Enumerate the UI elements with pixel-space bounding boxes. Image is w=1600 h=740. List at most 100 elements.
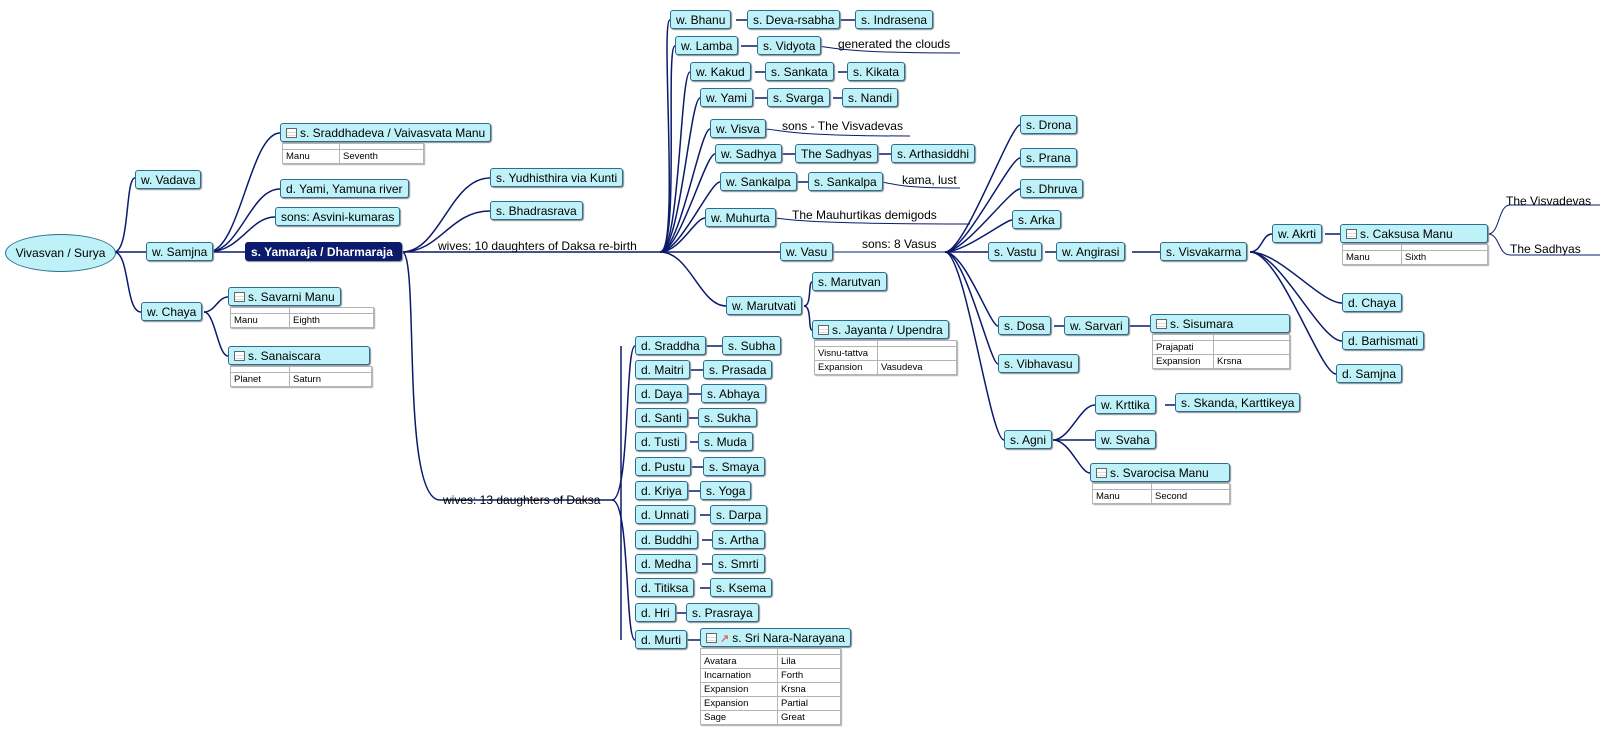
node-arka[interactable]: s. Arka [1012, 210, 1061, 229]
node-nara-narayana[interactable]: ↗s. Sri Nara-Narayana [700, 628, 851, 647]
node-darpa[interactable]: s. Darpa [710, 505, 768, 524]
node-barhismati[interactable]: d. Barhismati [1342, 331, 1425, 350]
node-chaya-d[interactable]: d. Chaya [1342, 293, 1403, 312]
node-arthasiddhi[interactable]: s. Arthasiddhi [891, 144, 976, 163]
table-key: Avatara [700, 654, 778, 669]
node-jayanta[interactable]: s. Jayanta / Upendra [812, 320, 949, 339]
node-chaya[interactable]: w. Chaya [141, 302, 203, 321]
node-kakud[interactable]: w. Kakud [690, 62, 751, 81]
node-vastu[interactable]: s. Vastu [988, 242, 1043, 261]
table-key: Planet [230, 372, 290, 387]
node-visvakarma[interactable]: s. Visvakarma [1160, 242, 1248, 261]
node-sankalpa-s[interactable]: s. Sankalpa [808, 172, 883, 191]
node-buddhi[interactable]: d. Buddhi [635, 530, 698, 549]
node-drona[interactable]: s. Drona [1020, 115, 1078, 134]
node-daya[interactable]: d. Daya [635, 384, 689, 403]
node-svaha[interactable]: w. Svaha [1095, 430, 1156, 449]
node-label: s. Svarocisa Manu [1110, 466, 1209, 480]
node-vibhavasu[interactable]: s. Vibhavasu [998, 354, 1079, 373]
node-marutvan[interactable]: s. Marutvan [812, 272, 887, 291]
node-yudhisthira[interactable]: s. Yudhisthira via Kunti [490, 168, 624, 187]
node-samjna[interactable]: w. Samjna [146, 242, 214, 261]
root-node-vivasvan[interactable]: Vivasvan / Surya [5, 234, 116, 272]
node-hri[interactable]: d. Hri [635, 603, 676, 622]
node-pustu[interactable]: d. Pustu [635, 457, 692, 476]
node-yamaraja[interactable]: s. Yamaraja / Dharmaraja [245, 242, 402, 261]
node-dosa[interactable]: s. Dosa [998, 316, 1051, 335]
node-ksema[interactable]: s. Ksema [710, 578, 773, 597]
node-maitri[interactable]: d. Maitri [635, 360, 690, 379]
node-sraddhadeva[interactable]: s. Sraddhadeva / Vaivasvata Manu [280, 123, 492, 142]
node-caksusa[interactable]: s. Caksusa Manu [1340, 224, 1488, 243]
node-sukha[interactable]: s. Sukha [698, 408, 757, 427]
node-smaya[interactable]: s. Smaya [703, 457, 766, 476]
node-sadhyas[interactable]: The Sadhyas [795, 144, 878, 163]
node-bhadrasrava[interactable]: s. Bhadrasrava [490, 201, 583, 220]
node-prasada[interactable]: s. Prasada [703, 360, 773, 379]
node-murti[interactable]: d. Murti [635, 630, 688, 649]
node-deva-rsabha[interactable]: s. Deva-rsabha [747, 10, 841, 29]
node-skanda[interactable]: s. Skanda, Karttikeya [1175, 393, 1301, 412]
node-nandi[interactable]: s. Nandi [842, 88, 899, 107]
node-muhurta[interactable]: w. Muhurta [705, 208, 776, 227]
table-key: Visnu-tattva [814, 346, 878, 361]
node-titiksa[interactable]: d. Titiksa [635, 578, 695, 597]
table-value: Eighth [289, 313, 374, 328]
node-krttika[interactable]: w. Krttika [1095, 395, 1156, 414]
node-unnati[interactable]: d. Unnati [635, 505, 696, 524]
node-samjna-d[interactable]: d. Samjna [1336, 364, 1403, 383]
table-icon [706, 633, 717, 643]
node-marutvati[interactable]: w. Marutvati [726, 296, 803, 315]
node-prasraya[interactable]: s. Prasraya [686, 603, 759, 622]
table-icon [234, 351, 245, 361]
node-abhaya[interactable]: s. Abhaya [701, 384, 766, 403]
node-subha[interactable]: s. Subha [722, 336, 782, 355]
node-dhruva[interactable]: s. Dhruva [1020, 179, 1084, 198]
node-yami-river[interactable]: d. Yami, Yamuna river [280, 179, 409, 198]
node-label: s. Sanaiscara [248, 349, 321, 363]
node-sanaiscara[interactable]: s. Sanaiscara [228, 346, 370, 365]
table-value: Sixth [1401, 250, 1488, 265]
node-vidyota[interactable]: s. Vidyota [757, 36, 822, 55]
node-tusti[interactable]: d. Tusti [635, 432, 686, 451]
table-icon [818, 325, 829, 335]
node-vadava[interactable]: w. Vadava [135, 170, 202, 189]
node-prana[interactable]: s. Prana [1020, 148, 1077, 167]
node-santi[interactable]: d. Santi [635, 408, 688, 427]
node-visva[interactable]: w. Visva [710, 119, 766, 138]
node-kikata[interactable]: s. Kikata [847, 62, 906, 81]
node-label: s. Caksusa Manu [1360, 227, 1453, 241]
node-sankata[interactable]: s. Sankata [765, 62, 834, 81]
node-sankalpa-w[interactable]: w. Sankalpa [720, 172, 797, 191]
node-yoga[interactable]: s. Yoga [700, 481, 752, 500]
node-artha[interactable]: s. Artha [712, 530, 765, 549]
node-angirasi[interactable]: w. Angirasi [1056, 242, 1126, 261]
table-icon [1156, 319, 1167, 329]
node-kriya[interactable]: d. Kriya [635, 481, 688, 500]
node-lamba[interactable]: w. Lamba [675, 36, 739, 55]
table-icon [1346, 229, 1357, 239]
node-svarga[interactable]: s. Svarga [767, 88, 830, 107]
node-indrasena[interactable]: s. Indrasena [855, 10, 934, 29]
node-yami[interactable]: w. Yami [700, 88, 753, 107]
table-key: Manu [230, 313, 290, 328]
node-sadhya[interactable]: w. Sadhya [715, 144, 783, 163]
node-savarni[interactable]: s. Savarni Manu [228, 287, 341, 306]
table-key: Manu [282, 149, 340, 164]
node-agni[interactable]: s. Agni [1004, 430, 1053, 449]
node-muda[interactable]: s. Muda [698, 432, 753, 451]
label-visvadevas-sons: sons - The Visvadevas [782, 119, 903, 133]
node-sraddha[interactable]: d. Sraddha [635, 336, 706, 355]
node-bhanu[interactable]: w. Bhanu [670, 10, 732, 29]
node-svarocisa[interactable]: s. Svarocisa Manu [1090, 463, 1230, 482]
node-asvini[interactable]: sons: Asvini-kumaras [275, 207, 401, 226]
node-sisumara[interactable]: s. Sisumara [1150, 314, 1290, 333]
node-medha[interactable]: d. Medha [635, 554, 698, 573]
node-label: s. Jayanta / Upendra [832, 323, 943, 337]
node-vasu[interactable]: w. Vasu [780, 242, 834, 261]
node-akrti[interactable]: w. Akrti [1272, 224, 1323, 243]
node-sarvari[interactable]: w. Sarvari [1064, 316, 1129, 335]
node-smrti[interactable]: s. Smrti [712, 554, 765, 573]
